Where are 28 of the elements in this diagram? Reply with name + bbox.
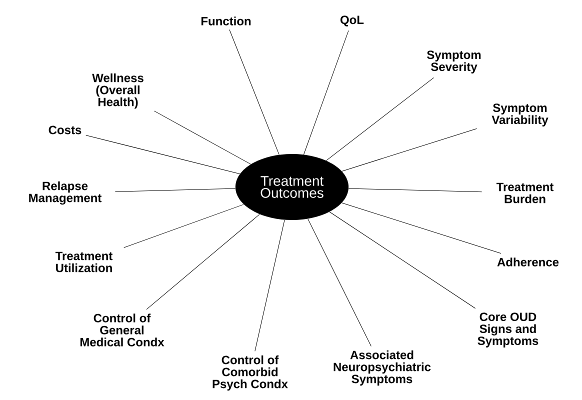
spoke-line — [154, 110, 251, 164]
spoke-line — [86, 134, 240, 174]
spoke-line — [146, 214, 260, 310]
spoke-line — [229, 29, 280, 155]
outcome-label: Core OUD Signs and Symptoms — [478, 312, 538, 348]
outcome-label: Symptom Variability — [492, 104, 548, 126]
spoke-line — [254, 220, 285, 352]
spoke-line — [342, 202, 502, 254]
outcome-label: QoL — [340, 16, 364, 26]
outcome-label: Function — [201, 16, 251, 26]
spoke-line — [348, 188, 482, 192]
outcome-label: Symptom Severity — [427, 50, 481, 74]
spoke-line — [114, 188, 236, 192]
outcome-label: Relapse Management — [29, 181, 102, 205]
spoke-line — [124, 204, 244, 248]
outcome-label: Adherence — [497, 258, 559, 266]
spoke-line — [342, 128, 478, 172]
outcome-label: Control of Comorbid Psych Condx — [212, 355, 288, 391]
spoke-line — [329, 212, 476, 309]
spoke-line — [304, 30, 349, 155]
outcome-label: Wellness (Overall Health) — [92, 73, 144, 109]
outcome-label: Control of General Medical Condx — [80, 314, 164, 346]
outcome-label: Associated Neuropsychiatric Symptoms — [334, 350, 431, 386]
outcome-label: Treatment Utilization — [55, 252, 113, 272]
outcome-label: Costs — [48, 126, 82, 134]
outcome-label: Treatment Burden — [496, 182, 554, 204]
spoke-line — [308, 218, 372, 346]
spoke-line — [326, 77, 434, 161]
